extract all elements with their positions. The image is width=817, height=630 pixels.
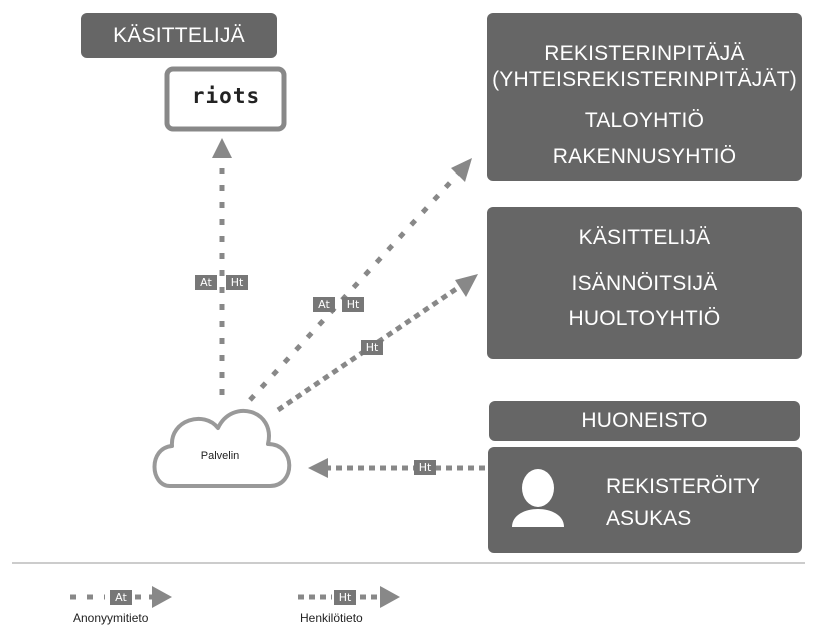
processor-mid-box: KÄSITTELIJÄ ISÄNNÖITSIJÄ HUOLTOYHTIÖ — [487, 207, 802, 359]
tag-at-controller: At — [313, 297, 335, 312]
legend-tag-at: At — [110, 590, 132, 605]
server-label: Palvelin — [200, 450, 240, 462]
tag-ht-controller: Ht — [342, 297, 364, 312]
tag-ht-vertical: Ht — [226, 275, 248, 290]
processor-mid-title: KÄSITTELIJÄ — [578, 226, 711, 249]
controller-item-rakennusyhtio: RAKENNUSYHTIÖ — [552, 144, 737, 168]
processor-mid-item-huoltoyhtio: HUOLTOYHTIÖ — [568, 306, 721, 330]
tag-at-vertical: At — [195, 275, 217, 290]
legend-tag-ht: Ht — [334, 590, 356, 605]
cloud-icon — [152, 408, 292, 488]
controller-item-taloyhtio: TALOYHTIÖ — [584, 108, 705, 132]
arrow-to-riots — [212, 138, 232, 395]
controller-box: REKISTERINPITÄJÄ (YHTEISREKISTERINPITÄJÄ… — [487, 13, 802, 181]
legend-anonymous-arrow — [70, 586, 172, 608]
riots-logo: riots — [191, 84, 261, 108]
resident-line1: REKISTERÖITY — [606, 475, 761, 498]
arrow-to-server — [308, 458, 485, 478]
apartment-title: HUONEISTO — [581, 409, 708, 432]
processor-mid-item-isannoitsija: ISÄNNÖITSIJÄ — [571, 272, 718, 296]
resident-label: REKISTERÖITY ASUKAS — [606, 471, 760, 534]
processor-top-title: KÄSITTELIJÄ — [113, 24, 245, 47]
arrow-to-controller — [248, 158, 472, 402]
legend-personal-arrow — [298, 586, 400, 608]
legend-label-anonymous: Anonyymitieto — [73, 611, 149, 625]
tag-ht-processor: Ht — [361, 340, 383, 355]
legend-label-personal: Henkilötieto — [300, 611, 363, 625]
controller-title: REKISTERINPITÄJÄ — [544, 42, 745, 65]
processor-top-header: KÄSITTELIJÄ — [81, 13, 277, 58]
controller-subtitle: (YHTEISREKISTERINPITÄJÄT) — [492, 68, 797, 92]
apartment-header: HUONEISTO — [489, 401, 800, 441]
riots-logo-frame — [164, 66, 287, 132]
person-icon — [512, 469, 564, 527]
resident-line2: ASUKAS — [606, 506, 692, 530]
tag-ht-resident: Ht — [414, 460, 436, 475]
